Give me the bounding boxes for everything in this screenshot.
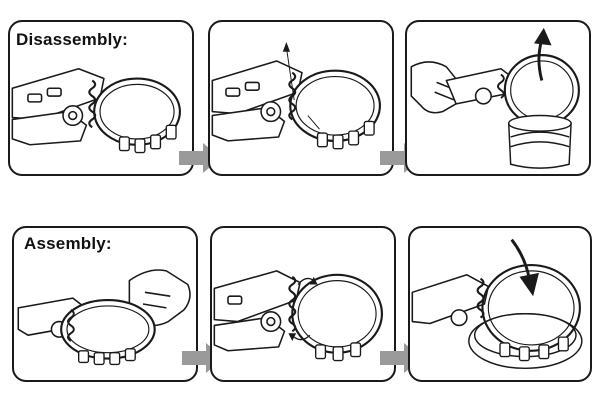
ring-plier-tool <box>11 67 181 154</box>
piston-ring <box>503 54 580 127</box>
piston-ring <box>291 273 383 354</box>
ring-plier-tool <box>17 269 191 366</box>
disassembly-step-2-panel <box>208 20 394 176</box>
assembly-step-2-panel <box>210 226 396 382</box>
assembly-label: Assembly: <box>24 234 112 253</box>
disassembly-step-3-panel <box>405 20 591 176</box>
ring-plier-tool <box>411 238 583 370</box>
piston-ring <box>481 263 581 352</box>
assembly-step-3-panel <box>408 226 592 382</box>
ring-plier-tool <box>213 270 383 362</box>
disassembly-step-1-panel <box>8 20 194 176</box>
ring-plier-tool <box>410 27 580 169</box>
assembly-step-1-panel <box>12 226 198 382</box>
rotation-arrow <box>282 42 320 130</box>
ring-plier-tool <box>211 42 381 150</box>
disassembly-label: Disassembly: <box>16 30 129 49</box>
piston <box>507 114 572 169</box>
rotation-arrow <box>510 238 531 279</box>
piston-ring <box>60 299 156 360</box>
